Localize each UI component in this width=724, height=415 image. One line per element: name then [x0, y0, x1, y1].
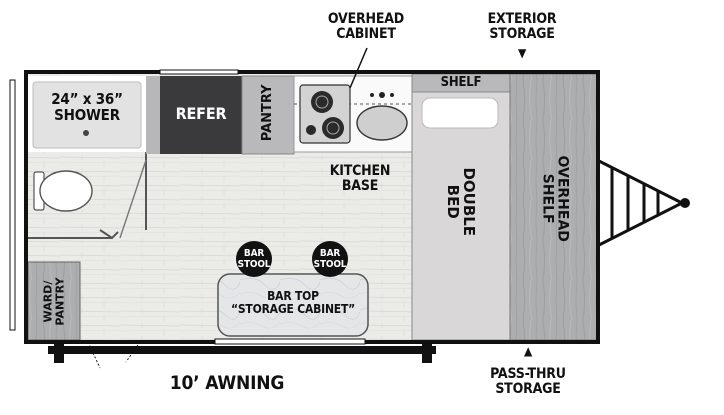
label-bar-stool-right: BAR STOOL [313, 248, 347, 270]
entry-door [87, 341, 141, 369]
label-pass-thru-storage: PASS-THRU STORAGE [490, 366, 566, 397]
label-bar-stool-left: BAR STOOL [237, 248, 271, 270]
label-kitchen-base: KITCHEN BASE [329, 163, 391, 194]
double-bed [411, 91, 511, 341]
exterior-storage-arrow-icon: ▼ [517, 46, 527, 60]
shower-drain-icon [83, 130, 89, 136]
overhead-shelf [509, 73, 599, 341]
label-overhead-cabinet: OVERHEAD CABINET [327, 11, 405, 42]
toilet-icon [33, 170, 93, 212]
bar-stool-right [312, 241, 348, 277]
refrigerator [160, 76, 242, 154]
trailer-hitch [595, 157, 690, 249]
label-awning: 10’ AWNING [169, 372, 285, 394]
awning [48, 343, 436, 363]
label-double-bed: DOUBLE BED [444, 167, 478, 237]
stove-icon [299, 84, 351, 144]
window-top [159, 69, 239, 75]
bar-top-storage-cabinet [217, 273, 369, 337]
label-bar-top: BAR TOP “STORAGE CABINET” [230, 289, 356, 316]
label-refer: REFER [175, 104, 227, 123]
label-exterior-storage: EXTERIOR STORAGE [487, 11, 557, 42]
label-shelf: SHELF [440, 75, 482, 90]
bar-stool-left [236, 241, 272, 277]
pillow-icon [421, 97, 499, 129]
label-shower: 24” x 36” SHOWER [51, 90, 123, 124]
label-overhead-shelf: OVERHEAD SHELF [540, 155, 571, 242]
rear-bumper [9, 79, 16, 331]
label-ward-pantry: WARD/ PANTRY [41, 277, 66, 326]
label-pantry: PANTRY [260, 84, 276, 142]
window-bottom [214, 338, 366, 345]
sink-icon [356, 92, 408, 141]
pantry [241, 75, 295, 155]
pass-thru-storage-arrow-icon: ▲ [523, 344, 533, 358]
